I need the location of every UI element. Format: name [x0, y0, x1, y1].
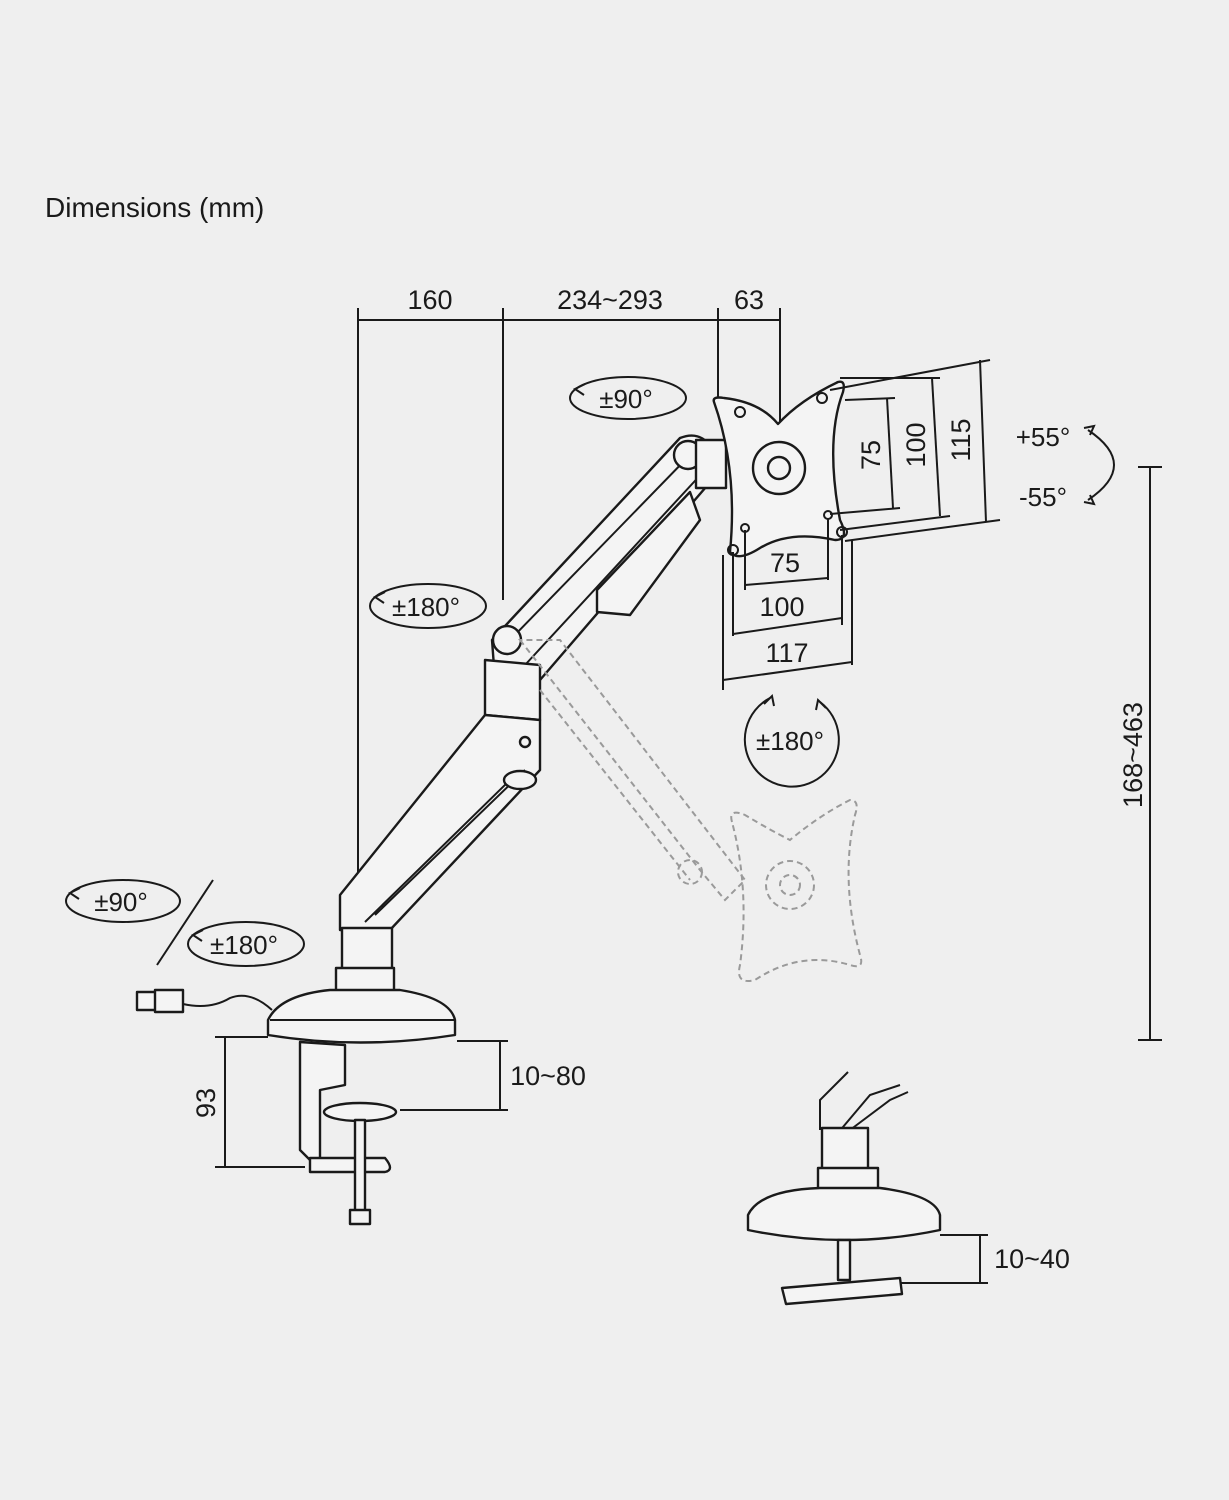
separator-slash [156, 879, 214, 966]
plate-vertical-dimension-lines [829, 359, 1001, 542]
dim-63: 63 [734, 285, 764, 315]
angle-plate-rotation: ±180° [756, 726, 824, 756]
dim-grommet-desk-thickness: 10~40 [994, 1244, 1070, 1274]
angle-tilt-up: +55° [1016, 422, 1071, 452]
angle-tilt-down: -55° [1019, 482, 1067, 512]
dim-vesa-v-100: 100 [901, 422, 931, 467]
tilt-arrow-icon [1083, 424, 1115, 506]
plate-horizontal-dimension-lines [722, 518, 853, 690]
rotation-arrow-icon [743, 693, 840, 788]
dim-plate-width: 117 [765, 638, 808, 668]
grommet-base [746, 1071, 942, 1306]
rotate-arrow-icon [187, 921, 305, 967]
dim-height-range: 168~463 [1118, 702, 1148, 808]
dim-plate-height: 115 [946, 418, 976, 461]
angle-elbow-swivel: ±180° [392, 592, 460, 622]
angle-base-swivel-180: ±180° [210, 930, 278, 960]
page-title: Dimensions (mm) [45, 192, 265, 223]
rotate-arrow-icon [569, 376, 687, 420]
usb-cable [135, 988, 273, 1014]
dim-vesa-h-100: 100 [759, 592, 804, 622]
grommet-dimension-lines [900, 1234, 988, 1284]
rotate-arrow-icon [65, 879, 181, 923]
vesa-plate [712, 380, 848, 558]
rotate-arrow-icon [369, 583, 487, 629]
dim-clamp-height: 93 [191, 1088, 221, 1118]
desk-clamp-base [266, 988, 457, 1226]
clamp-dimension-lines [215, 1036, 508, 1168]
top-dimension-lines [357, 308, 781, 872]
height-dimension-line [1138, 466, 1162, 1041]
monitor-arm [334, 434, 728, 1005]
angle-head-swivel: ±90° [599, 384, 653, 414]
dim-vesa-h-75: 75 [770, 548, 800, 578]
dim-160: 160 [407, 285, 452, 315]
dim-clamp-desk-thickness: 10~80 [510, 1061, 586, 1091]
dim-extension: 234~293 [557, 285, 663, 315]
dim-vesa-v-75: 75 [856, 440, 886, 470]
angle-base-swivel-90: ±90° [94, 887, 148, 917]
lowered-position-ghost [517, 639, 863, 982]
